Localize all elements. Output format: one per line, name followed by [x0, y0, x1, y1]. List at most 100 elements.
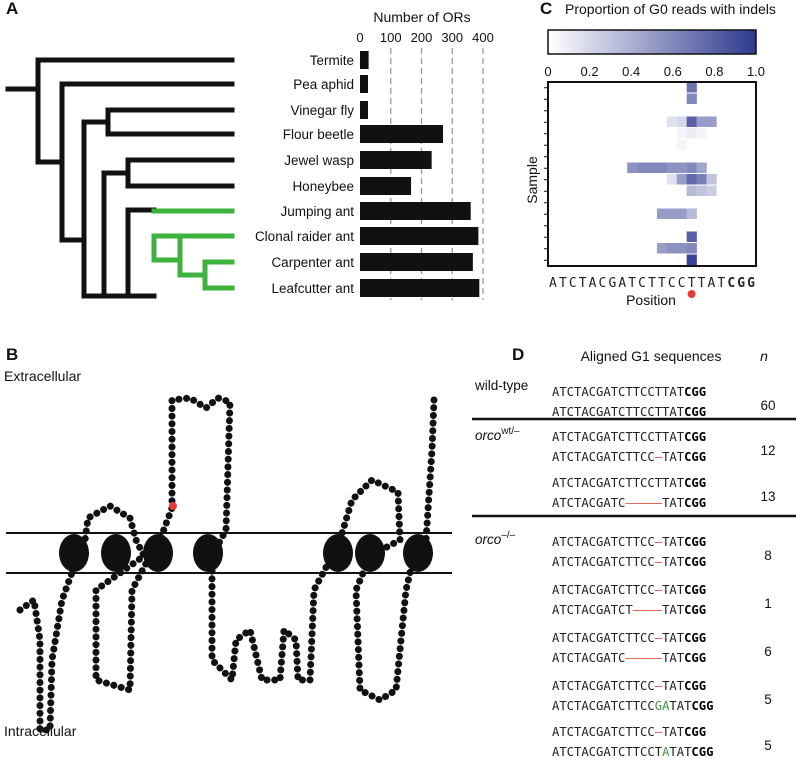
read-count: 5 [764, 692, 772, 707]
heatmap-cell [696, 128, 707, 139]
position-base: C [638, 276, 646, 291]
sequence-deletion: – [655, 679, 663, 693]
or-bar [360, 279, 480, 297]
heatmap-cell [676, 208, 687, 219]
transmembrane-helix [101, 534, 131, 572]
sequence-deletion: – [655, 725, 663, 739]
sequence-deletion: ––––– [625, 651, 662, 665]
sequence-pam: CGG [684, 430, 706, 444]
heatmap-cell [676, 128, 687, 139]
species-label: Jewel wasp [284, 153, 354, 168]
transmembrane-helix [323, 534, 353, 572]
sequence-bases: TAT [662, 535, 685, 549]
aligned-sequence: ATCTACGATCTTCC–TATCGG [552, 450, 706, 464]
heatmap-cell [706, 185, 717, 196]
species-label: Pea aphid [293, 77, 354, 92]
heatmap-cell [706, 116, 717, 127]
aligned-sequence: ATCTACGATCTTCC–TATCGG [552, 535, 706, 549]
sequence-deletion: – [655, 555, 663, 569]
position-base: A [589, 276, 597, 291]
sequence-bases: ATCTACGATCTTCCTTAT [552, 385, 685, 399]
sequence-pam: CGG [684, 583, 706, 597]
heatmap-cell [686, 116, 697, 127]
position-base: C [599, 276, 607, 291]
read-count: 6 [764, 644, 772, 659]
sequence-bases: TAT [662, 603, 685, 617]
sequence-pam: CGG [684, 496, 706, 510]
genotype-label: orcowt/– [475, 426, 520, 443]
position-base: A [618, 276, 626, 291]
or-bar [360, 177, 412, 195]
sequence-pam: CGG [684, 476, 706, 490]
sequence-bases: ATCTACGATCT [552, 603, 633, 617]
read-count: 5 [764, 738, 772, 753]
heatmap-cell [686, 208, 697, 219]
aligned-sequence: ATCTACGATCTTCCTATATCGG [552, 745, 713, 759]
position-base: T [688, 276, 696, 291]
colorbar-tick-label: 0 [544, 64, 551, 79]
colorbar-tick-label: 0.2 [581, 64, 599, 79]
sequence-bases: TAT [662, 555, 685, 569]
sequence-deletion: –––– [633, 603, 663, 617]
aligned-sequence: ATCTACGATCTTCC–TATCGG [552, 725, 706, 739]
sequence-pam: CGG [684, 631, 706, 645]
sequence-deletion: – [655, 583, 663, 597]
alignment-header: Aligned G1 sequences [581, 348, 722, 364]
or-bar [360, 75, 368, 93]
sequence-bases: TAT [662, 631, 685, 645]
heatmap-y-label: Sample [524, 156, 540, 204]
colorbar-tick-label: 0.8 [705, 64, 723, 79]
genotype-label: wild-type [474, 378, 528, 393]
panel-b: Extracellular Intracellular [4, 368, 452, 739]
heatmap-cell [686, 162, 697, 173]
heatmap-cell [706, 174, 717, 185]
position-base: G [737, 276, 745, 291]
or-bar [360, 227, 479, 245]
panel-label-b: B [6, 345, 18, 364]
heatmap-cell [666, 162, 678, 173]
heatmap-cell [686, 82, 697, 93]
genotype-name: wild-type [474, 378, 528, 393]
sequence-pam: CGG [684, 555, 706, 569]
sequence-bases: ATCTACGATC [552, 651, 625, 665]
heatmap-frame [547, 81, 757, 267]
sequence-bases: ATCTACGATCTTCC [552, 631, 655, 645]
sequence-bases: TAT [662, 450, 685, 464]
or-bar [360, 253, 473, 271]
sequence-pam: CGG [684, 651, 706, 665]
heatmap-cell [686, 254, 697, 265]
sequence-bases: ATCTACGATCTTCCTTAT [552, 476, 685, 490]
sequence-bases: ATCTACGATCTTCC [552, 679, 655, 693]
position-base: G [747, 276, 755, 291]
sequence-bases: TAT [662, 583, 685, 597]
sequence-pam: CGG [684, 679, 706, 693]
heatmap-cell [676, 116, 687, 127]
species-label: Flour beetle [283, 127, 354, 142]
aligned-sequence: ATCTACGATCTTCCTTATCGG [552, 476, 706, 490]
sequence-bases: TAT [662, 725, 685, 739]
heatmap-cell [666, 116, 678, 127]
position-base: T [579, 276, 587, 291]
sequence-bases: TAT [669, 699, 692, 713]
heatmap-cell [686, 128, 697, 139]
or-bar [360, 51, 369, 69]
position-base: C [569, 276, 577, 291]
transmembrane-helix [193, 534, 223, 572]
bar-chart-title: Number of ORs [373, 9, 470, 25]
read-count: 1 [764, 596, 772, 611]
sequence-bases: TAT [669, 745, 692, 759]
heatmap-cell [666, 208, 678, 219]
heatmap-cell [686, 231, 697, 242]
sequence-deletion: ––––– [625, 496, 662, 510]
panel-label-c: C [540, 0, 552, 18]
bar-axis-tick-label: 100 [380, 30, 402, 45]
aligned-sequence: ATCTACGATCTTCC–TATCGG [552, 555, 706, 569]
heatmap-cell [656, 208, 668, 219]
phylogenetic-tree [5, 57, 235, 299]
transmembrane-helix [355, 534, 385, 572]
heatmap-cell [627, 162, 638, 173]
